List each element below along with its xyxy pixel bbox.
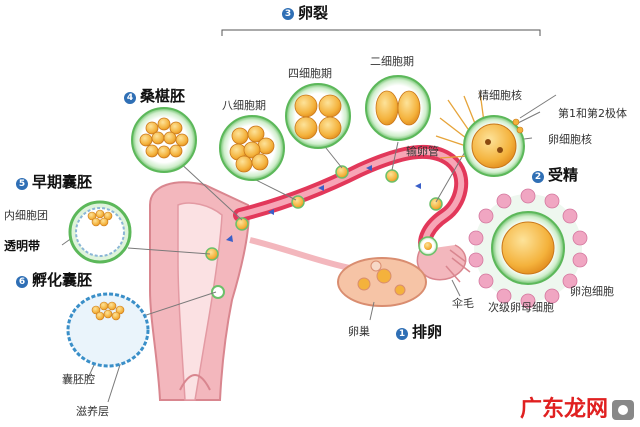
four-cell-stage: [285, 83, 351, 149]
step-badge-morula: 4: [124, 92, 136, 104]
label-trophoblast: 滋养层: [76, 405, 109, 418]
label-ovary: 卵巢: [348, 325, 370, 338]
label-blastocoel: 囊胚腔: [62, 373, 95, 386]
label-zona-pellucida: 透明带: [4, 239, 41, 253]
label-inner-cell-mass: 内细胞团: [4, 209, 48, 222]
step-morula: 桑椹胚: [140, 87, 186, 105]
step-ovulation: 排卵: [412, 323, 443, 341]
label-8cell: 八细胞期: [222, 99, 266, 112]
title-cleavage: 卵裂: [298, 4, 329, 22]
step-badge-early-blastocyst: 5: [16, 178, 28, 190]
label-secondary-oocyte: 次级卵母细胞: [488, 301, 554, 314]
two-cell-stage: [365, 75, 431, 141]
step-badge-hatching-blastocyst: 6: [16, 276, 28, 288]
fertilization-egg: [435, 91, 525, 177]
label-4cell: 四细胞期: [288, 67, 332, 80]
label-egg-nucleus: 卵细胞核: [548, 133, 592, 146]
watermark-logo: [612, 400, 634, 420]
eight-cell-stage: [219, 115, 285, 181]
label-polar-bodies: 第1和第2极体: [558, 107, 627, 120]
morula-cell: [131, 107, 197, 173]
label-follicle-cells: 卵泡细胞: [570, 285, 614, 298]
hatching-blastocyst: [66, 292, 150, 368]
cleavage-bracket: [221, 29, 541, 36]
step-badge-ovulation: 1: [396, 328, 408, 340]
label-fimbriae: 伞毛: [452, 297, 474, 310]
step-badge-fertilization: 2: [532, 171, 544, 183]
watermark-text: 广东龙网: [519, 397, 608, 422]
step-hatching-blastocyst: 孵化囊胚: [32, 271, 93, 289]
label-oviduct: 输卵管: [406, 145, 439, 158]
early-blastocyst: [68, 200, 132, 264]
step-fertilization: 受精: [548, 166, 579, 184]
label-2cell: 二细胞期: [370, 55, 414, 68]
label-sperm-nucleus: 精细胞核: [478, 89, 522, 102]
title-badge: 3: [282, 8, 294, 20]
step-early-blastocyst: 早期囊胚: [32, 173, 93, 191]
secondary-oocyte: [468, 188, 588, 309]
